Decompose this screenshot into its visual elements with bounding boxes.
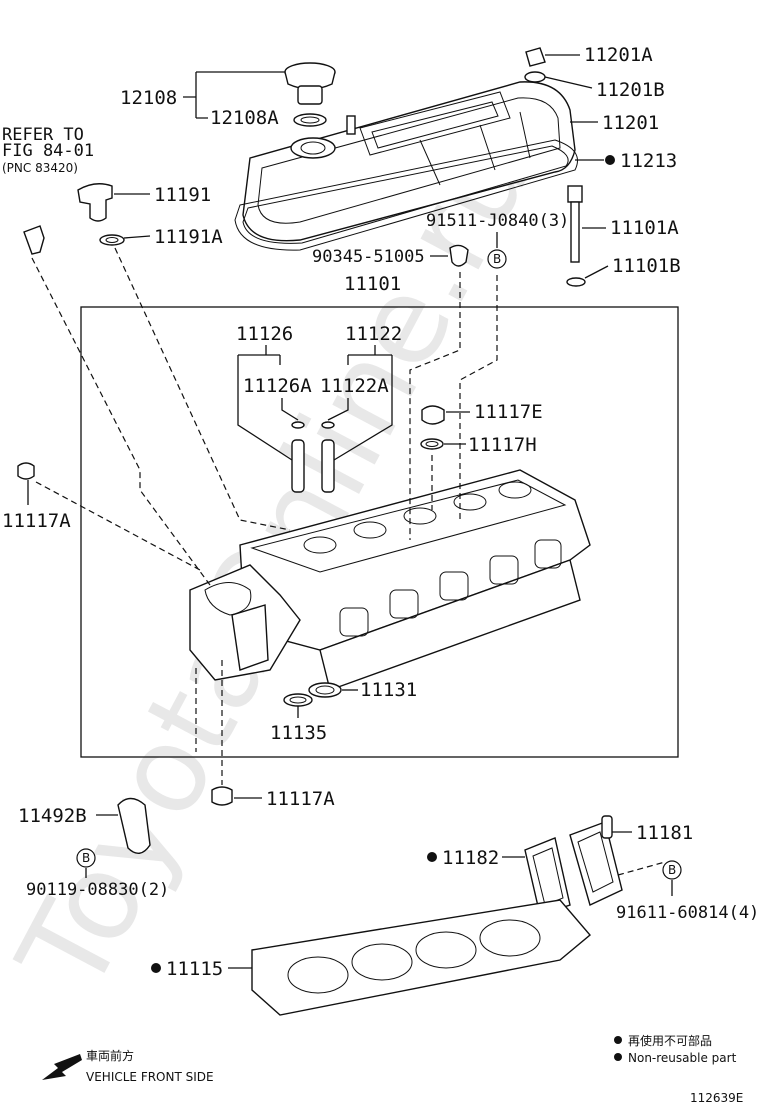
label-11201a[interactable]: 11201A	[584, 44, 653, 66]
refer-line-1: REFER TO	[2, 125, 84, 145]
label-11101[interactable]: 11101	[344, 273, 401, 295]
label-11213[interactable]: 11213	[620, 150, 677, 172]
label-11492b[interactable]: 11492B	[18, 805, 87, 827]
plug-11117a-bottom-drawing	[211, 786, 233, 806]
label-12108a[interactable]: 12108A	[210, 107, 279, 129]
label-11182[interactable]: 11182	[442, 847, 499, 869]
legend-jp-front: 車両前方	[86, 1048, 134, 1063]
b-symbol-3: B	[662, 860, 682, 880]
nonreusable-dot-11213	[605, 155, 615, 165]
label-11117h[interactable]: 11117H	[468, 434, 537, 456]
figure-number: 112639E	[690, 1091, 743, 1105]
gasket-11492b-drawing	[117, 797, 151, 854]
b-symbol-1: B	[487, 249, 507, 269]
label-11115[interactable]: 11115	[166, 958, 223, 980]
label-11117a-bottom[interactable]: 11117A	[266, 788, 335, 810]
label-11122[interactable]: 11122	[345, 323, 402, 345]
valve-cover-gasket-drawing	[234, 139, 578, 251]
legend-dot-1	[614, 1036, 622, 1044]
refer-line-3: (PNC 83420)	[2, 161, 78, 175]
label-11191a[interactable]: 11191A	[154, 226, 223, 248]
b-symbol-2: B	[76, 848, 96, 868]
plug-90345-drawing	[449, 244, 469, 267]
label-11126a[interactable]: 11126A	[243, 375, 312, 397]
legend-en-front: VEHICLE FRONT SIDE	[86, 1070, 214, 1084]
legend-dot-2	[614, 1053, 622, 1061]
nonreusable-dot-11182	[427, 852, 437, 862]
stud-drawing	[566, 185, 586, 287]
label-11135[interactable]: 11135	[270, 722, 327, 744]
valve-guide-drawing	[291, 421, 335, 493]
refer-line-2: FIG 84-01	[2, 141, 94, 161]
seal-11131-drawing	[283, 682, 342, 707]
label-90119[interactable]: 90119-08830(2)	[26, 880, 169, 900]
legend-en-nonreusable: Non-reusable part	[628, 1051, 737, 1065]
label-11122a[interactable]: 11122A	[320, 375, 389, 397]
label-11117e[interactable]: 11117E	[474, 401, 543, 423]
label-91611[interactable]: 91611-60814(4)	[616, 903, 759, 923]
label-91511[interactable]: 91511-J0840(3)	[426, 211, 569, 231]
label-11201b[interactable]: 11201B	[596, 79, 665, 101]
label-11126[interactable]: 11126	[236, 323, 293, 345]
head-gasket-drawing	[251, 899, 591, 1016]
label-11191[interactable]: 11191	[154, 184, 211, 206]
label-12108[interactable]: 12108	[120, 87, 177, 109]
cylinder-head-drawing	[189, 469, 591, 691]
label-11101a[interactable]: 11101A	[610, 217, 679, 239]
label-90345[interactable]: 90345-51005	[312, 247, 425, 267]
valve-cover-drawing	[242, 81, 576, 242]
assembly-lines	[31, 247, 666, 876]
front-arrow-icon	[42, 1054, 82, 1080]
label-11201[interactable]: 11201	[602, 112, 659, 134]
nonreusable-dot-11115	[151, 963, 161, 973]
gasket-11182-drawing	[524, 815, 623, 916]
svg-text:B: B	[668, 863, 676, 877]
sensor-drawing	[23, 225, 45, 255]
oil-filler-cap-drawing	[284, 62, 336, 127]
svg-text:B: B	[82, 851, 90, 865]
seal-drawing	[420, 405, 445, 450]
legend-jp-nonreusable: 再使用不可部品	[628, 1033, 712, 1048]
svg-text:B: B	[493, 252, 501, 266]
label-11101b[interactable]: 11101B	[612, 255, 681, 277]
plug-drawing	[77, 183, 125, 246]
cover-nut-drawing	[524, 47, 546, 83]
leader-lines	[27, 54, 673, 969]
plug-11117a-left-drawing	[17, 462, 35, 480]
label-11117a-left[interactable]: 11117A	[2, 510, 71, 532]
cylinder-head-group-box	[80, 306, 679, 758]
label-11131[interactable]: 11131	[360, 679, 417, 701]
label-11181[interactable]: 11181	[636, 822, 693, 844]
